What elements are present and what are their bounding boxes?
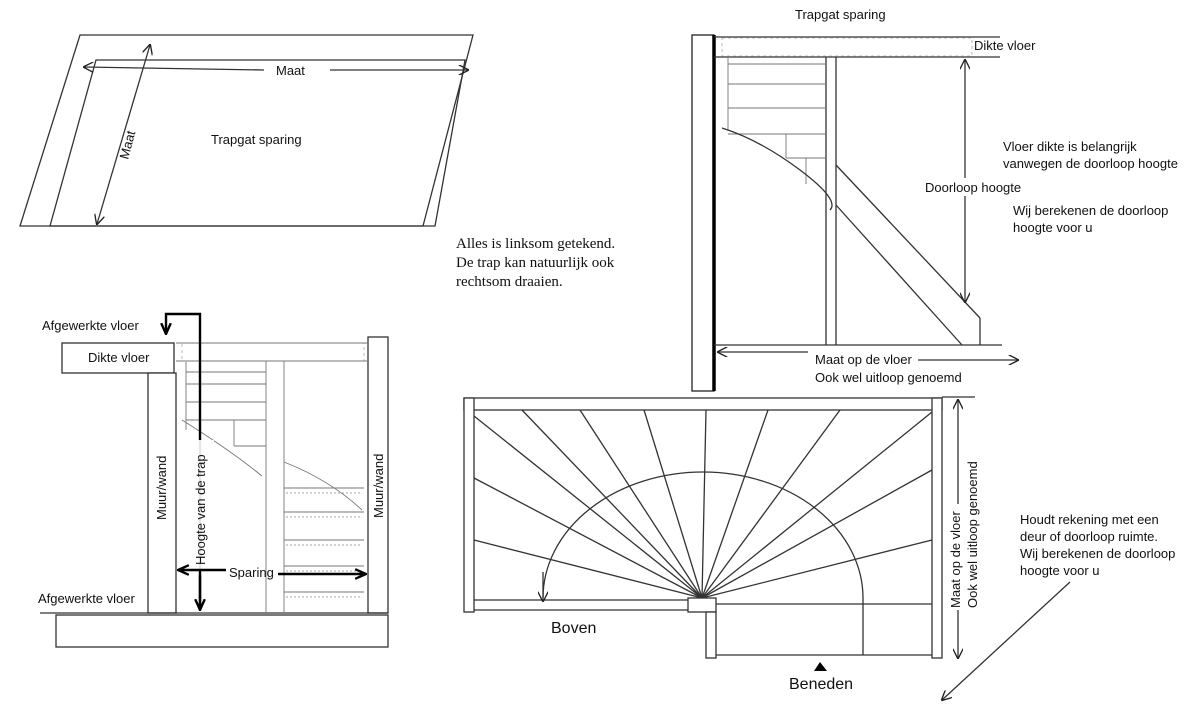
beneden-marker xyxy=(814,662,827,671)
note-line-2: De trap kan natuurlijk ook xyxy=(456,255,615,271)
maat-horizontal-label: Maat xyxy=(276,63,305,78)
left-wall xyxy=(147,372,177,614)
opening-inner-outline xyxy=(49,59,466,227)
dikte-vloer-box xyxy=(61,342,175,374)
vloer-dikte-line-2: vanwegen de doorloop hoogte xyxy=(1003,156,1178,171)
doorloop-label: Doorloop hoogte xyxy=(925,180,1021,195)
wij-line-2: hoogte voor u xyxy=(1013,220,1093,235)
door-note: Houdt rekening met een deur of doorloop … xyxy=(942,512,1175,700)
hoogte-label: Hoogte van de trap xyxy=(193,454,208,565)
cross-section: Afgewerkte vloer Dikte vloer Muur/wand M… xyxy=(38,312,389,648)
plan-uitloop-label: Ook wel uitloop genoemd xyxy=(965,461,980,608)
dikte-vloer-box-label: Dikte vloer xyxy=(88,350,150,365)
door-note-line-1: Houdt rekening met een xyxy=(1020,512,1159,527)
dikte-vloer-label: Dikte vloer xyxy=(974,38,1036,53)
side-elevation: Trapgat sparing Dikte vloer Doorloop hoo… xyxy=(691,7,1178,392)
side-title: Trapgat sparing xyxy=(795,7,886,22)
wall xyxy=(691,34,715,392)
note-line-1: Alles is linksom getekend. xyxy=(456,236,615,252)
direction-note: Alles is linksom getekend. De trap kan n… xyxy=(456,236,615,290)
trapgat-label: Trapgat sparing xyxy=(211,132,302,147)
wij-line-1: Wij berekenen de doorloop xyxy=(1013,203,1168,218)
muur-right-label: Muur/wand xyxy=(371,454,386,518)
muur-left-label: Muur/wand xyxy=(154,456,169,520)
door-note-arrow xyxy=(942,581,1071,700)
maat-arrow-v xyxy=(97,45,150,224)
door-note-line-4: hoogte voor u xyxy=(1020,563,1100,578)
opening-plan: Maat Maat Trapgat sparing xyxy=(19,34,474,227)
beneden-label: Beneden xyxy=(789,676,853,693)
maat-op-vloer-label: Maat op de vloer xyxy=(815,352,913,367)
plan-maat-label: Maat op de vloer xyxy=(948,510,963,608)
maat-arrow-h-left xyxy=(84,67,265,70)
boven-label: Boven xyxy=(551,620,596,637)
bottom-floor-slab xyxy=(55,614,389,648)
opening-outline xyxy=(19,34,474,227)
sparing-label: Sparing xyxy=(229,565,274,580)
uitloop-label: Ook wel uitloop genoemd xyxy=(815,370,962,385)
vloer-dikte-line-1: Vloer dikte is belangrijk xyxy=(1003,139,1137,154)
stair-plan: Boven Beneden Maat op de vloer Ook wel u… xyxy=(463,396,980,693)
door-note-line-2: deur of doorloop ruimte. xyxy=(1020,529,1158,544)
maat-vertical-label: Maat xyxy=(116,129,138,161)
afgewerkte-top-label: Afgewerkte vloer xyxy=(42,318,139,333)
note-line-3: rechtsom draaien. xyxy=(456,274,563,290)
afgewerkte-bottom-label: Afgewerkte vloer xyxy=(38,591,135,606)
door-note-line-3: Wij berekenen de doorloop xyxy=(1020,546,1175,561)
